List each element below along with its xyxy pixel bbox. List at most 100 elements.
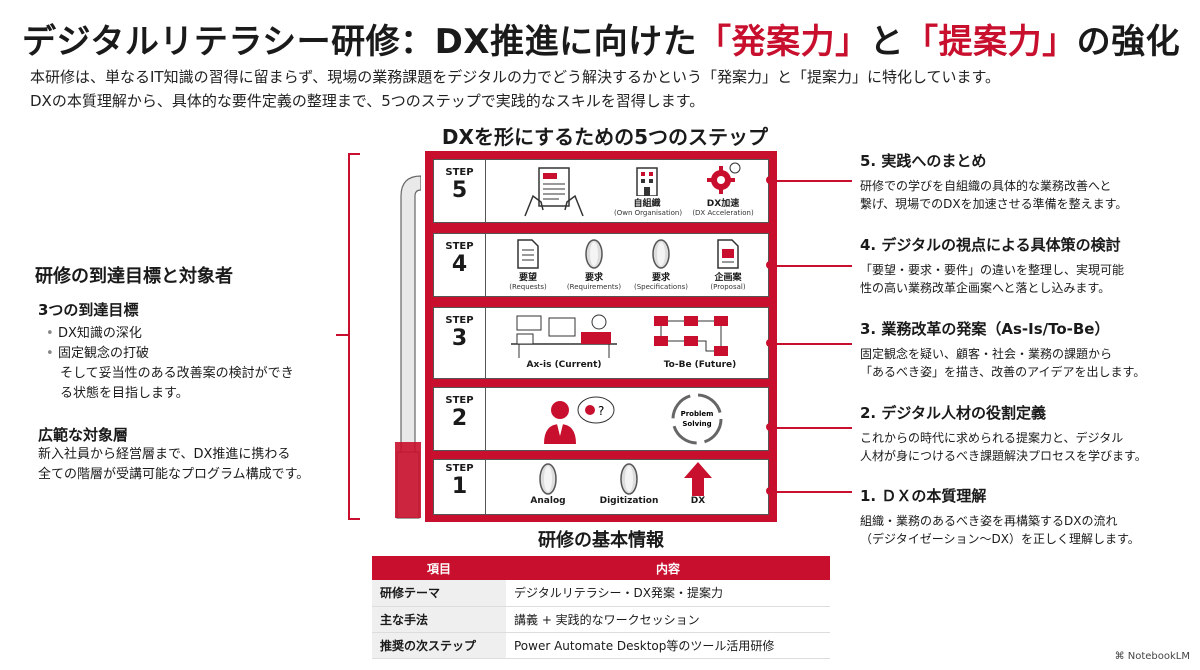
step-1-label: STEP 1	[434, 460, 486, 514]
step-word: STEP	[445, 241, 474, 252]
step-number: 3	[451, 326, 468, 351]
step-heading: 5. 実践へのまとめ	[860, 152, 987, 170]
intro-line-2: DXの本質理解から、具体的な要件定義の整理まで、5つのステップで実践的なスキルを…	[30, 92, 705, 110]
table-cell-key: 主な手法	[372, 606, 506, 633]
digitization-item: Digitization	[594, 462, 664, 506]
column-header-content: 内容	[506, 556, 830, 580]
goal-text: 固定観念の打破	[58, 346, 150, 361]
title-keyword-2: 「提案力」	[904, 22, 1077, 62]
proposal-document-icon	[717, 239, 739, 269]
connector-step-2	[777, 427, 852, 429]
step-number: 5	[451, 178, 468, 203]
left-bracket-arm	[336, 334, 350, 336]
table-cell-value: 講義 + 実践的なワークセッション	[506, 606, 830, 633]
office-desk-icon	[511, 314, 617, 358]
steps-title: DXを形にするための5つのステップ	[441, 125, 769, 149]
notebooklm-watermark: ⌘ NotebookLM	[1115, 651, 1190, 662]
building-icon	[636, 167, 658, 196]
cycle-icon: Problem Solving	[671, 393, 723, 445]
connector-dot	[766, 487, 774, 495]
step-text-line: 研修での学びを自組織の具体的な業務改善へと	[860, 179, 1112, 193]
step-text-line: 「あるべき姿」を描き、改善のアイデアを出します。	[860, 365, 1146, 379]
table-header-row: 項目 内容	[372, 556, 830, 580]
goals-list: •DX知識の深化 • 固定観念の打破	[46, 324, 149, 364]
list-item: •DX知識の深化	[46, 324, 149, 344]
goal-description-line: そして妥当性のある改善案の検討ができ	[60, 366, 294, 381]
up-arrow-icon	[684, 462, 712, 496]
connector-dot	[766, 423, 774, 431]
step-4-description: 4. デジタルの視点による具体策の検討 「要望・要求・要件」の違いを整理し、実現…	[860, 234, 1190, 297]
step-text-line: （デジタイゼーション～DX）を正しく理解します。	[860, 532, 1140, 546]
step-text: 固定観念を疑い、顧客・社会・業務の課題から「あるべき姿」を描き、改善のアイデアを…	[860, 345, 1190, 381]
connector-step-3	[777, 343, 852, 345]
step-heading: 3. 業務改革の発案（As-Is/To-Be）	[860, 320, 1110, 338]
own-organisation-item: 自組織 (Own Organisation)	[614, 164, 683, 217]
target-description-line: 全ての階層が受講可能なプログラム構成です。	[38, 467, 310, 482]
floor-step-2: STEP 2 ? Problem Solving	[433, 387, 769, 451]
step-word: STEP	[445, 315, 474, 326]
table-cell-key: 研修テーマ	[372, 580, 506, 607]
page-title: デジタルリテラシー研修：DX推進に向けた「発案力」と「提案力」の強化	[22, 14, 1180, 63]
step-text-line: 人材が身につけるべき課題解決プロセスを学びます。	[860, 449, 1147, 463]
bullet-icon: •	[46, 346, 54, 361]
dx-item: DX	[676, 462, 720, 506]
item-label: 自組織	[633, 199, 661, 209]
gear-icon	[707, 162, 741, 194]
item-label: Ax-is (Current)	[526, 360, 602, 370]
info-table: 項目 内容 研修テーマ デジタルリテラシー・DX発案・提案力 主な手法 講義 +…	[372, 556, 830, 659]
target-title: 広範な対象層	[38, 426, 129, 444]
svg-text:Solving: Solving	[682, 420, 711, 428]
step-3-label: STEP 3	[434, 308, 486, 378]
title-keyword-1: 「発案力」	[697, 22, 870, 62]
goal-description-line: る状態を目指します。	[60, 386, 189, 401]
step-text: 組織・業務のあるべき姿を再構築するDXの流れ （デジタイゼーション～DX）を正しく…	[860, 512, 1190, 548]
item-label: 要望	[518, 273, 537, 283]
connector-step-4	[777, 265, 852, 267]
step-text-line: 繋げ、現場でのDXを加速させる準備を整えます。	[860, 197, 1128, 211]
list-item: • 固定観念の打破	[46, 344, 149, 364]
lens-icon	[652, 239, 670, 269]
floor-step-3: STEP 3 Ax-is (Current) To-Be (Future)	[433, 307, 769, 379]
table-cell-value: デジタルリテラシー・DX発案・提案力	[506, 580, 830, 607]
item-sublabel: (Requests)	[509, 283, 547, 291]
step-number: 2	[451, 406, 468, 431]
step-4-label: STEP 4	[434, 234, 486, 296]
step-2-label: STEP 2	[434, 388, 486, 450]
step-heading: 1. ＤＸの本質理解	[860, 487, 987, 505]
goals-subtitle: 3つの到達目標	[38, 301, 139, 319]
target-description-line: 新入社員から経営層まで、DX推進に携わる	[38, 447, 291, 462]
title-prefix: デジタルリテラシー研修：DX推進に向けた	[22, 22, 698, 62]
item-label: To-Be (Future)	[663, 360, 737, 370]
steps-building: STEP 5 自組織 (Own Organisation)	[425, 151, 777, 522]
item-sublabel: (Own Organisation)	[614, 209, 683, 217]
document-icon	[517, 239, 539, 269]
item-label: 要求	[651, 273, 670, 283]
intro-line-1: 本研修は、単なるIT知識の習得に留まらず、現場の業務課題をデジタルの力でどう解決…	[30, 68, 1000, 86]
requests-item: 要望 (Requests)	[498, 238, 558, 291]
specifications-item: 要求 (Specifications)	[630, 238, 692, 291]
connector-dot	[766, 176, 774, 184]
connector-dot	[766, 339, 774, 347]
item-sublabel: (DX Acceleration)	[692, 209, 754, 217]
connector-step-1	[777, 491, 852, 493]
item-label: 企画案	[714, 273, 742, 283]
item-sublabel: (Proposal)	[710, 283, 746, 291]
step-text-line: 組織・業務のあるべき姿を再構築するDXの流れ	[860, 514, 1118, 528]
bullet-icon: •	[46, 326, 54, 341]
proposal-item: 企画案 (Proposal)	[698, 238, 758, 291]
person-thinking-icon: ?	[538, 394, 618, 446]
item-label: Analog	[530, 496, 566, 506]
step-heading: 4. デジタルの視点による具体策の検討	[860, 236, 1121, 254]
flowchart-icon	[654, 316, 728, 356]
table-row: 推奨の次ステップ Power Automate Desktop等のツール活用研修	[372, 632, 830, 659]
step-1-description: 1. ＤＸの本質理解 組織・業務のあるべき姿を再構築するDXの流れ （デジタイゼー…	[860, 485, 1190, 548]
requirements-item: 要求 (Requirements)	[564, 238, 624, 291]
to-be-item: To-Be (Future)	[640, 312, 760, 370]
step-text-line: これからの時代に求められる提案力と、デジタル	[860, 431, 1124, 445]
title-suffix: の強化	[1076, 22, 1181, 62]
title-mid: と	[869, 22, 905, 62]
step-2-description: 2. デジタル人材の役割定義 これからの時代に求められる提案力と、デジタル人材が…	[860, 402, 1190, 465]
table-cell-key: 推奨の次ステップ	[372, 632, 506, 659]
step-word: STEP	[445, 167, 474, 178]
problem-solving-item: Problem Solving	[662, 391, 732, 447]
